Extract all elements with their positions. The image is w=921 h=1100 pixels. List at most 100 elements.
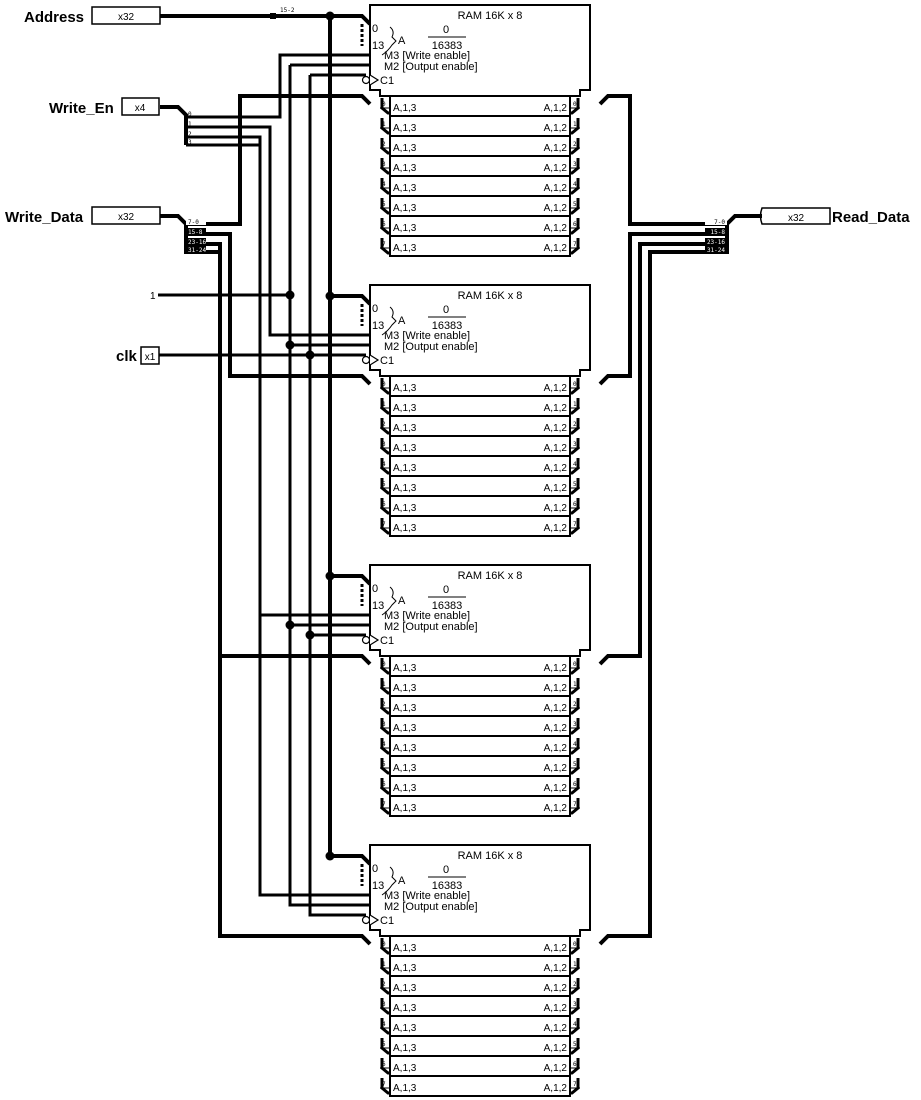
read-data-slice-1 bbox=[598, 232, 727, 386]
ram-cell-input: A,1,3 bbox=[393, 743, 417, 754]
ram-output-bit-label: 6 bbox=[573, 1061, 577, 1068]
ram-bit-cell bbox=[389, 235, 571, 257]
ram-input-bit-label: 6 bbox=[382, 781, 386, 788]
ram-input-bit-tap bbox=[380, 778, 390, 795]
ram-cell-input: A,1,3 bbox=[393, 803, 417, 814]
ram-cell-input: A,1,3 bbox=[393, 463, 417, 474]
ram-cell-input: A,1,3 bbox=[393, 663, 417, 674]
ram-addr-range-hi: 16383 bbox=[432, 40, 463, 52]
ram-cell-output: A,1,2 bbox=[544, 103, 568, 114]
write-data-slice-label: 31-24 bbox=[188, 247, 206, 254]
ram-addr-hi-pin: 13 bbox=[372, 40, 384, 52]
write-data-slice-label: 7-0 bbox=[188, 219, 199, 226]
write-data-width: x32 bbox=[118, 212, 135, 223]
ram-output-bit-label: 3 bbox=[573, 441, 577, 448]
clk-bus bbox=[308, 75, 366, 917]
ram-input-bit-tap bbox=[380, 1058, 390, 1075]
ram-output-bit-tap bbox=[570, 738, 580, 755]
ram-write-enable-pin: M3 [Write enable] bbox=[384, 610, 470, 622]
ram-input-bit-tap bbox=[380, 138, 390, 155]
ram-input-bit-label: 7 bbox=[382, 1081, 386, 1088]
ram-cell-output: A,1,2 bbox=[544, 383, 568, 394]
ram-output-bit-tap bbox=[570, 98, 580, 115]
ram-input-bit-tap bbox=[380, 798, 390, 815]
ram-cell-output: A,1,2 bbox=[544, 443, 568, 454]
write-data-slice-3 bbox=[186, 250, 372, 946]
write-data-slice-label-bg bbox=[186, 238, 206, 245]
ram-cell-input: A,1,3 bbox=[393, 163, 417, 174]
ram-clock-invert-bubble bbox=[361, 75, 371, 85]
ram-output-bit-tap bbox=[570, 238, 580, 255]
read-data-slice-0 bbox=[598, 94, 727, 226]
read-data-slice-label: 7-0 bbox=[714, 219, 725, 226]
ram-cell-input: A,1,3 bbox=[393, 1043, 417, 1054]
junction-dot bbox=[305, 350, 315, 360]
ram-output-bit-label: 3 bbox=[573, 1001, 577, 1008]
ram-input-bit-tap bbox=[380, 658, 390, 675]
address-tap-2 bbox=[330, 574, 372, 586]
ram-input-bit-label: 5 bbox=[382, 1041, 386, 1048]
ram-clock-pin: C1 bbox=[380, 635, 394, 647]
ram-cell-input: A,1,3 bbox=[393, 683, 417, 694]
ram-input-bit-label: 0 bbox=[382, 101, 386, 108]
ram-input-bit-label: 6 bbox=[382, 221, 386, 228]
ram-cell-output: A,1,2 bbox=[544, 783, 568, 794]
ram-input-bit-label: 3 bbox=[382, 161, 386, 168]
ram-addr-range-lo: 0 bbox=[443, 24, 449, 36]
ram-cell-input: A,1,3 bbox=[393, 1083, 417, 1094]
ram-cell-input: A,1,3 bbox=[393, 783, 417, 794]
ram-addr-range-lo: 0 bbox=[443, 584, 449, 596]
ram-output-bit-tap bbox=[570, 418, 580, 435]
ram-addr-range-lo: 0 bbox=[443, 864, 449, 876]
junction-dot bbox=[305, 630, 315, 640]
ram-input-bit-tap bbox=[380, 1038, 390, 1055]
ram-output-bit-label: 7 bbox=[573, 241, 577, 248]
ram-addr-brace bbox=[381, 586, 397, 616]
write-en-bus bbox=[160, 105, 188, 145]
ram-output-bit-tap bbox=[570, 458, 580, 475]
ram-output-bit-tap bbox=[570, 698, 580, 715]
address-width: x32 bbox=[118, 12, 135, 23]
ram-output-bit-label: 1 bbox=[573, 121, 577, 128]
ram-input-bit-tap bbox=[380, 118, 390, 135]
write-en-port[interactable] bbox=[121, 97, 160, 116]
ram-output-bit-tap bbox=[570, 1018, 580, 1035]
write-data-slice-0 bbox=[186, 94, 372, 226]
ram-cell-output: A,1,2 bbox=[544, 663, 568, 674]
ram-input-bit-tap bbox=[380, 758, 390, 775]
ram-clock-invert-bubble bbox=[361, 915, 371, 925]
ram-input-bit-label: 2 bbox=[382, 421, 386, 428]
ram-cell-input: A,1,3 bbox=[393, 203, 417, 214]
ram-input-bit-label: 4 bbox=[382, 461, 386, 468]
read-data-label: Read_Data bbox=[832, 209, 910, 226]
ram-output-bit-tap bbox=[570, 678, 580, 695]
ram-cell-output: A,1,2 bbox=[544, 143, 568, 154]
ram-input-bit-label: 0 bbox=[382, 941, 386, 948]
ram-input-bit-tap bbox=[380, 498, 390, 515]
ram-input-bit-label: 6 bbox=[382, 501, 386, 508]
ram-input-bit-tap bbox=[380, 238, 390, 255]
ram-cell-input: A,1,3 bbox=[393, 443, 417, 454]
ram-output-bit-label: 2 bbox=[573, 141, 577, 148]
write-data-slice-2 bbox=[186, 242, 372, 666]
ram-cell-input: A,1,3 bbox=[393, 123, 417, 134]
ram-output-bit-label: 2 bbox=[573, 701, 577, 708]
read-data-width: x32 bbox=[788, 213, 805, 224]
ram-output-bit-label: 6 bbox=[573, 501, 577, 508]
write-data-slice-label-bg bbox=[186, 218, 206, 225]
ram-clock-pin: C1 bbox=[380, 915, 394, 927]
ram-input-bit-label: 2 bbox=[382, 981, 386, 988]
ram-output-bit-label: 6 bbox=[573, 781, 577, 788]
ram-input-bit-label: 4 bbox=[382, 181, 386, 188]
ram-input-bit-label: 6 bbox=[382, 1061, 386, 1068]
ram-title: RAM 16K x 8 bbox=[458, 570, 523, 582]
ram-cell-output: A,1,2 bbox=[544, 1003, 568, 1014]
ram-output-bit-tap bbox=[570, 718, 580, 735]
ram-output-bit-label: 5 bbox=[573, 761, 577, 768]
read-data-port[interactable] bbox=[759, 207, 831, 225]
ram-input-bit-label: 5 bbox=[382, 201, 386, 208]
write-en-bit-label: 3 bbox=[188, 139, 192, 146]
